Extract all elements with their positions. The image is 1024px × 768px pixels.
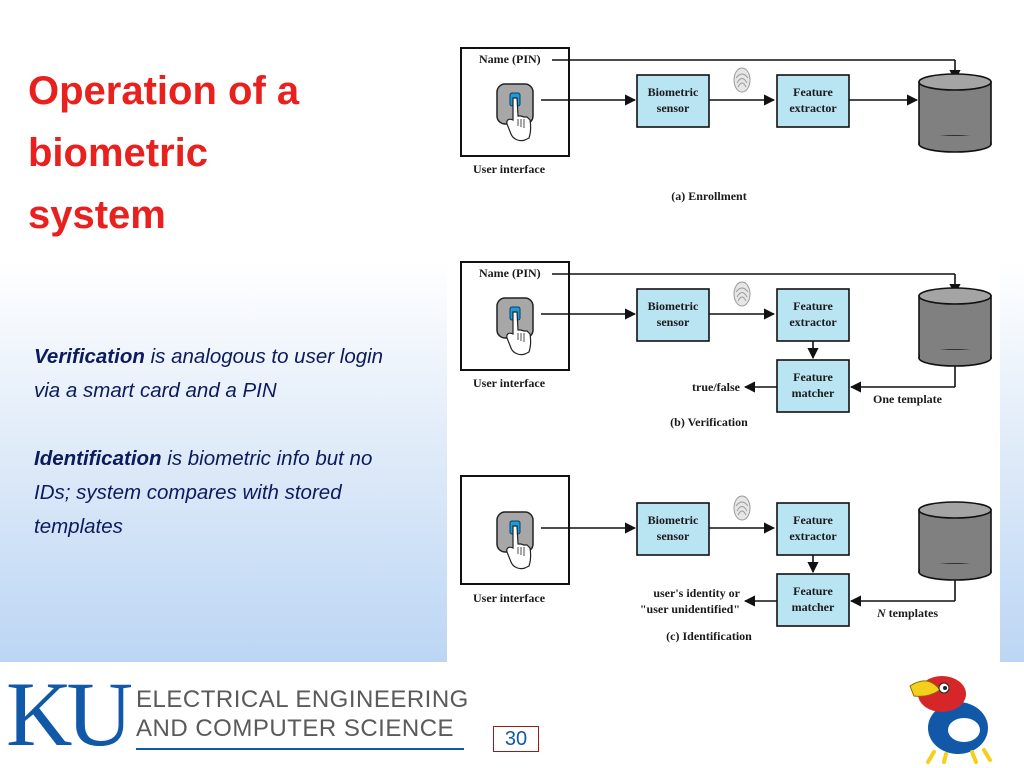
extractor-label-1: Feature bbox=[793, 85, 833, 99]
sensor-label-1: Biometric bbox=[648, 513, 699, 527]
user-interface-label: User interface bbox=[473, 376, 546, 390]
title-line-1: Operation of a bbox=[28, 69, 300, 113]
template-database-icon bbox=[918, 501, 992, 581]
body-text: Verification is analogous to user login … bbox=[34, 340, 404, 578]
template-database-icon bbox=[918, 73, 992, 153]
finger-scanner-icon bbox=[496, 297, 534, 356]
identification-section: User interface Biometric sensor Feature … bbox=[460, 475, 992, 643]
verification-term: Verification bbox=[34, 345, 145, 368]
matcher-label-2: matcher bbox=[792, 386, 835, 400]
identification-term: Identification bbox=[34, 447, 162, 470]
user-interface-box bbox=[460, 47, 570, 157]
verification-caption: (b) Verification bbox=[670, 415, 748, 429]
n-templates-label: N templates bbox=[876, 606, 938, 620]
feature-extractor-box bbox=[776, 74, 850, 128]
true-false-label: true/false bbox=[692, 380, 741, 394]
enrollment-caption: (a) Enrollment bbox=[671, 189, 746, 203]
matcher-label-2: matcher bbox=[792, 600, 835, 614]
user-interface-box bbox=[460, 475, 570, 585]
name-pin-label: Name (PIN) bbox=[479, 266, 541, 280]
enrollment-section: Name (PIN) User interface Biometric sens… bbox=[460, 47, 992, 203]
user-interface-label: User interface bbox=[473, 591, 546, 605]
extractor-label-1: Feature bbox=[793, 299, 833, 313]
title-line-3: system bbox=[28, 193, 166, 237]
title-line-2: biometric bbox=[28, 131, 209, 175]
slide-title: Operation of a biometric system bbox=[28, 60, 428, 246]
identification-desc: is biometric info but no IDs; system com… bbox=[34, 447, 373, 538]
name-pin-label: Name (PIN) bbox=[479, 52, 541, 66]
dept-name-line-2: AND COMPUTER SCIENCE bbox=[136, 715, 455, 742]
extractor-label-2: extractor bbox=[789, 101, 837, 115]
fingerprint-icon bbox=[733, 67, 751, 93]
verification-desc: is analogous to user login via a smart c… bbox=[34, 345, 384, 402]
ku-logo: KU bbox=[6, 663, 133, 765]
biometric-sensor-box bbox=[636, 74, 710, 128]
finger-scanner-icon bbox=[496, 83, 534, 142]
jayhawk-mascot-icon bbox=[909, 676, 992, 764]
fingerprint-icon bbox=[733, 495, 751, 521]
identification-paragraph: Identification is biometric info but no … bbox=[34, 442, 404, 544]
page-number: 30 bbox=[493, 726, 539, 752]
footer-divider bbox=[136, 748, 464, 750]
extractor-label-1: Feature bbox=[793, 513, 833, 527]
extractor-label-2: extractor bbox=[789, 529, 837, 543]
diagram-svg: Name (PIN) User interface Biometric sens… bbox=[460, 47, 992, 643]
biometric-sensor-box bbox=[636, 288, 710, 342]
biometric-diagram: Name (PIN) User interface Biometric sens… bbox=[447, 40, 1000, 662]
sensor-label-2: sensor bbox=[657, 315, 690, 329]
identity-label-1: user's identity or bbox=[653, 586, 740, 600]
dept-name-line-1: ELECTRICAL ENGINEERING bbox=[136, 686, 469, 713]
n-templates-n: N bbox=[876, 606, 887, 620]
sensor-label-1: Biometric bbox=[648, 299, 699, 313]
feature-extractor-box bbox=[776, 288, 850, 342]
finger-scanner-icon bbox=[496, 511, 534, 570]
matcher-label-1: Feature bbox=[793, 584, 833, 598]
fingerprint-icon bbox=[733, 281, 751, 307]
identification-caption: (c) Identification bbox=[666, 629, 752, 643]
feature-matcher-box bbox=[776, 359, 850, 413]
sensor-label-2: sensor bbox=[657, 529, 690, 543]
one-template-label: One template bbox=[873, 392, 943, 406]
biometric-sensor-box bbox=[636, 502, 710, 556]
sensor-label-1: Biometric bbox=[648, 85, 699, 99]
verification-section: Name (PIN) User interface Biometric sens… bbox=[460, 261, 992, 429]
identity-label-2: "user unidentified" bbox=[640, 602, 740, 616]
feature-extractor-box bbox=[776, 502, 850, 556]
feature-matcher-box bbox=[776, 573, 850, 627]
template-database-icon bbox=[918, 287, 992, 367]
n-templates-rest: templates bbox=[886, 606, 939, 620]
sensor-label-2: sensor bbox=[657, 101, 690, 115]
matcher-label-1: Feature bbox=[793, 370, 833, 384]
user-interface-label: User interface bbox=[473, 162, 546, 176]
verification-paragraph: Verification is analogous to user login … bbox=[34, 340, 404, 408]
extractor-label-2: extractor bbox=[789, 315, 837, 329]
footer-bar bbox=[0, 662, 1024, 768]
user-interface-box bbox=[460, 261, 570, 371]
